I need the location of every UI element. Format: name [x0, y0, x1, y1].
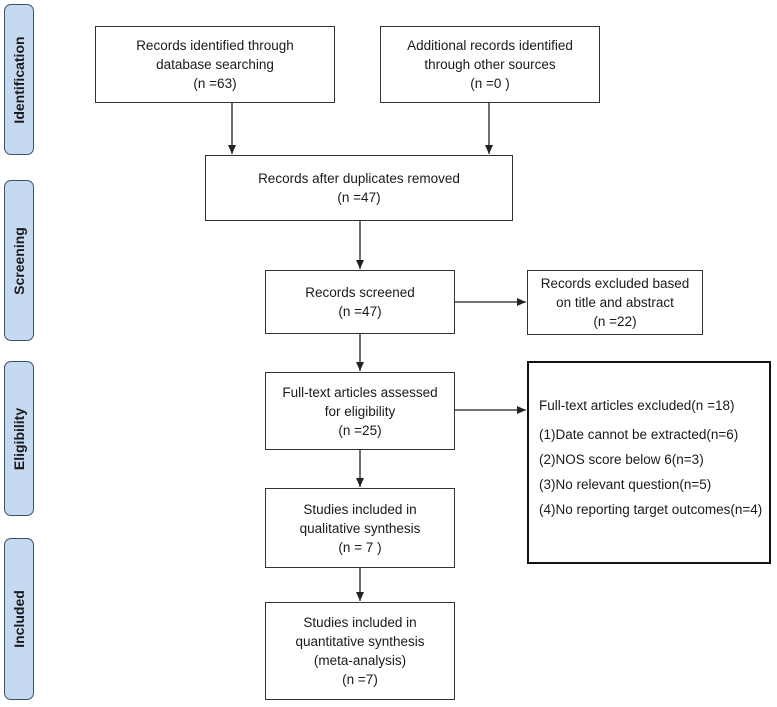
- box-line: (n =7): [342, 672, 378, 687]
- box-line: database searching: [156, 57, 274, 72]
- box-line: through other sources: [424, 57, 556, 72]
- box-line: qualitative synthesis: [299, 520, 421, 536]
- box-line: (n = 7 ): [338, 539, 382, 555]
- box-line: Records after duplicates removed: [258, 171, 460, 186]
- exclusion-reason: (4)No reporting target outcomes(n=4): [539, 502, 763, 517]
- box-qualitative-synthesis: Studies included in qualitative synthesi…: [265, 488, 455, 568]
- exclusion-reason: (3)No relevant question(n=5): [539, 477, 712, 492]
- box-line: Full-text articles assessed: [282, 384, 438, 400]
- box-other-sources: Additional records identified through ot…: [380, 26, 600, 103]
- box-after-duplicates: Records after duplicates removed (n =47): [205, 155, 513, 221]
- phase-eligibility-label: Eligibility: [11, 407, 27, 470]
- box-database-records: Records identified through database sear…: [95, 26, 335, 103]
- box-line: (meta-analysis): [313, 653, 407, 668]
- box-records-screened: Records screened (n =47): [265, 270, 455, 334]
- box-line: (n =25): [338, 422, 382, 438]
- phase-screening: Screening: [4, 180, 34, 341]
- exclusion-reason: (2)NOS score below 6(n=3): [539, 452, 704, 467]
- phase-identification: Identification: [4, 4, 34, 155]
- box-line: (n =47): [338, 304, 382, 319]
- box-excluded-title-abstract: Records excluded based on title and abst…: [527, 270, 703, 335]
- box-line: (n =22): [593, 314, 637, 329]
- box-fulltext-assessed: Full-text articles assessed for eligibil…: [265, 372, 455, 450]
- phase-included-label: Included: [11, 590, 27, 648]
- box-line: Records excluded based: [540, 276, 690, 291]
- exclusion-reason: (1)Date cannot be extracted(n=6): [539, 427, 739, 442]
- box-line: Studies included in: [303, 501, 417, 517]
- fulltext-excluded-header: Full-text articles excluded(n =18): [539, 398, 735, 413]
- box-line: on title and abstract: [556, 295, 674, 310]
- box-line: Additional records identified: [407, 38, 573, 53]
- phase-screening-label: Screening: [11, 226, 27, 295]
- phase-included: Included: [4, 538, 34, 700]
- box-line: for eligibility: [324, 403, 396, 419]
- box-quantitative-synthesis: Studies included in quantitative synthes…: [265, 602, 455, 700]
- phase-eligibility: Eligibility: [4, 361, 34, 516]
- box-fulltext-excluded: Full-text articles excluded(n =18) (1)Da…: [527, 361, 771, 564]
- box-line: Studies included in: [303, 615, 417, 630]
- box-line: Records identified through: [136, 38, 294, 53]
- box-line: Records screened: [305, 285, 415, 300]
- box-line: quantitative synthesis: [295, 634, 425, 649]
- box-line: (n =47): [337, 190, 381, 205]
- phase-identification-label: Identification: [11, 35, 27, 124]
- box-line: (n =0 ): [470, 76, 510, 91]
- box-line: (n =63): [193, 76, 237, 91]
